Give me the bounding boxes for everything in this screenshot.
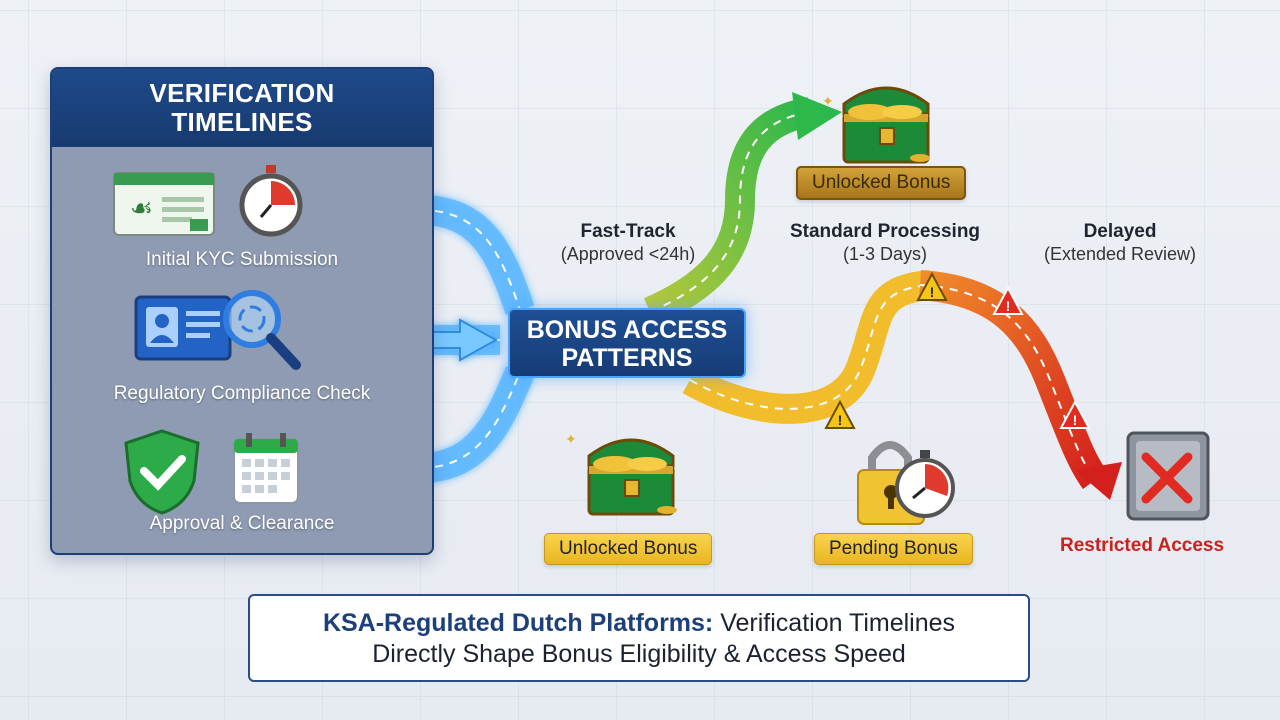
treasure-chest-icon-top: ✦ — [822, 86, 930, 164]
id-card-icon: ☙ — [113, 172, 215, 236]
unlocked-bonus-badge: Unlocked Bonus — [544, 533, 713, 565]
step-label-approval: Approval & Clearance — [149, 513, 335, 534]
footer-line1: KSA-Regulated Dutch Platforms: Verificat… — [250, 608, 1028, 639]
shield-check-icon — [124, 429, 200, 515]
unlocked-bonus-badge-top: Unlocked Bonus — [796, 166, 967, 200]
footer-highlight: KSA-Regulated Dutch Platforms: — [322, 609, 714, 637]
verification-timelines-panel: VERIFICATION TIMELINES ☙ — [50, 67, 434, 555]
svg-text:!: ! — [838, 412, 843, 428]
center-title-line2: PATTERNS — [561, 344, 693, 372]
warning-icons: ! ! ! ! — [824, 271, 1091, 429]
stopwatch-icon — [239, 165, 303, 237]
panel-title-line1: VERIFICATION — [149, 78, 335, 108]
svg-text:!: ! — [1073, 412, 1078, 428]
step-label-compliance: Regulatory Compliance Check — [113, 383, 371, 404]
stopwatch-icon-pending — [895, 450, 955, 518]
svg-text:☙: ☙ — [130, 194, 153, 224]
red-arrowhead — [1075, 462, 1122, 500]
green-arrowhead — [792, 92, 842, 140]
svg-text:✦: ✦ — [822, 94, 834, 110]
standard-title: Standard Processing — [789, 221, 981, 242]
standard-subtitle: (1-3 Days) — [842, 244, 927, 264]
svg-text:✦: ✦ — [565, 432, 577, 448]
magnifier-icon — [223, 290, 301, 370]
panel-icons: ☙ — [113, 165, 303, 515]
panel-title-line2: TIMELINES — [171, 107, 313, 137]
fast-track-title: Fast-Track — [580, 221, 676, 242]
bonus-access-patterns-box: BONUS ACCESS PATTERNS — [508, 308, 746, 378]
delayed-title: Delayed — [1083, 221, 1157, 242]
green-road — [643, 97, 813, 326]
step-label-kyc: Initial KYC Submission — [145, 249, 339, 270]
restricted-access-label: Restricted Access — [1060, 535, 1225, 556]
center-title-line1: BONUS ACCESS — [526, 316, 728, 344]
footer-line2: Directly Shape Bonus Eligibility & Acces… — [372, 640, 906, 668]
path-label-delayed: Delayed (Extended Review) — [1030, 220, 1210, 266]
panel-title: VERIFICATION TIMELINES — [52, 69, 432, 147]
footer-caption: KSA-Regulated Dutch Platforms: Verificat… — [248, 594, 1030, 682]
fast-track-subtitle: (Approved <24h) — [560, 244, 696, 264]
svg-text:!: ! — [930, 284, 935, 300]
calendar-icon — [233, 433, 299, 504]
locked-safe-icon — [1126, 431, 1210, 521]
pending-bonus-badge: Pending Bonus — [814, 533, 973, 565]
profile-screen-icon — [134, 295, 232, 361]
footer-line1-rest: Verification Timelines — [713, 609, 956, 637]
delayed-subtitle: (Extended Review) — [1043, 244, 1197, 264]
treasure-chest-icon-bottom: ✦ — [565, 432, 677, 516]
svg-text:!: ! — [1006, 298, 1011, 314]
path-label-fast-track: Fast-Track (Approved <24h) — [552, 220, 704, 266]
path-label-standard: Standard Processing (1-3 Days) — [780, 220, 990, 266]
